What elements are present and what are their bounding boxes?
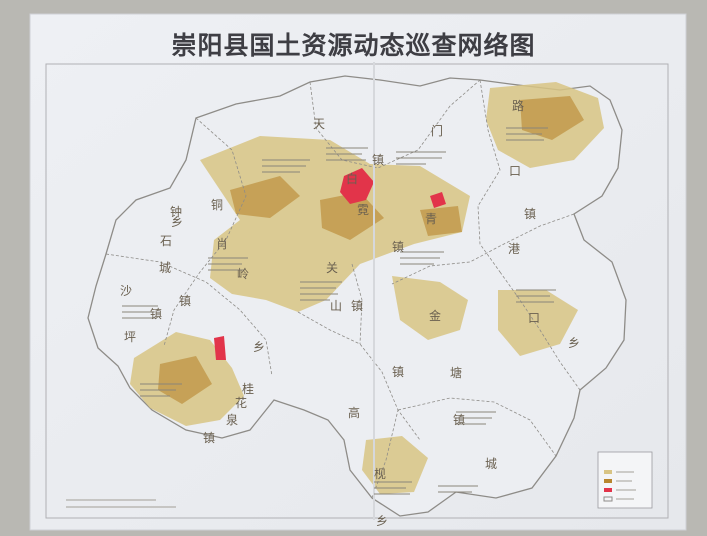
place-label: 镇 bbox=[203, 431, 216, 445]
place-label: 花 bbox=[235, 396, 248, 410]
place-label: 天 bbox=[313, 117, 326, 131]
mining-zones-dark bbox=[158, 96, 584, 404]
place-label: 路 bbox=[512, 99, 525, 113]
place-label: 口 bbox=[528, 311, 541, 325]
place-label: 山 bbox=[330, 299, 343, 313]
place-label: 城 bbox=[485, 457, 498, 471]
place-label: 坪 bbox=[124, 330, 137, 344]
place-label: 沙 bbox=[120, 284, 133, 298]
legend-text-lines bbox=[616, 471, 636, 500]
place-label: 石 bbox=[160, 234, 173, 248]
place-label: 霓 bbox=[357, 203, 370, 217]
map-title: 崇阳县国土资源动态巡查网络图 bbox=[171, 31, 536, 60]
legend-swatch-icon bbox=[603, 496, 613, 502]
place-label: 铜 bbox=[211, 198, 224, 212]
place-label: 镇 bbox=[351, 299, 364, 313]
place-label: 青 bbox=[425, 212, 438, 226]
footnote-lines bbox=[66, 499, 176, 508]
place-label: 乡 bbox=[568, 336, 581, 350]
place-label: 镇 bbox=[372, 153, 385, 167]
place-label: 镇 bbox=[150, 307, 163, 321]
place-label: 岭 bbox=[237, 267, 250, 281]
place-label: 高 bbox=[348, 406, 361, 420]
annotation-blocks bbox=[122, 127, 556, 495]
urban-areas bbox=[214, 168, 446, 360]
place-label: 门 bbox=[431, 124, 444, 138]
place-label: 白 bbox=[346, 172, 359, 186]
map-frame bbox=[45, 63, 669, 519]
place-label: 乡 bbox=[376, 514, 389, 528]
place-label: 口 bbox=[509, 164, 522, 178]
place-label: 镇 bbox=[392, 365, 405, 379]
place-label: 钟 bbox=[170, 205, 183, 219]
place-label: 金 bbox=[429, 309, 442, 323]
legend-swatch-icon bbox=[604, 470, 612, 474]
township-boundaries bbox=[105, 79, 581, 499]
place-label: 枧 bbox=[374, 467, 387, 481]
legend-swatch-icon bbox=[604, 488, 612, 492]
place-label: 镇 bbox=[179, 294, 192, 308]
place-label: 镇 bbox=[392, 240, 405, 254]
place-label: 镇 bbox=[453, 413, 466, 427]
place-label: 镇 bbox=[524, 207, 537, 221]
place-label: 塘 bbox=[450, 366, 463, 380]
place-label: 桂 bbox=[242, 382, 255, 396]
place-label: 城 bbox=[159, 261, 172, 275]
place-label: 泉 bbox=[226, 413, 239, 427]
legend-swatch-icon bbox=[604, 479, 612, 483]
place-label: 乡 bbox=[253, 340, 266, 354]
place-label: 关 bbox=[326, 261, 339, 275]
place-label: 肖 bbox=[216, 237, 229, 251]
place-label: 港 bbox=[508, 242, 521, 256]
place-label: 乡 bbox=[171, 215, 184, 229]
